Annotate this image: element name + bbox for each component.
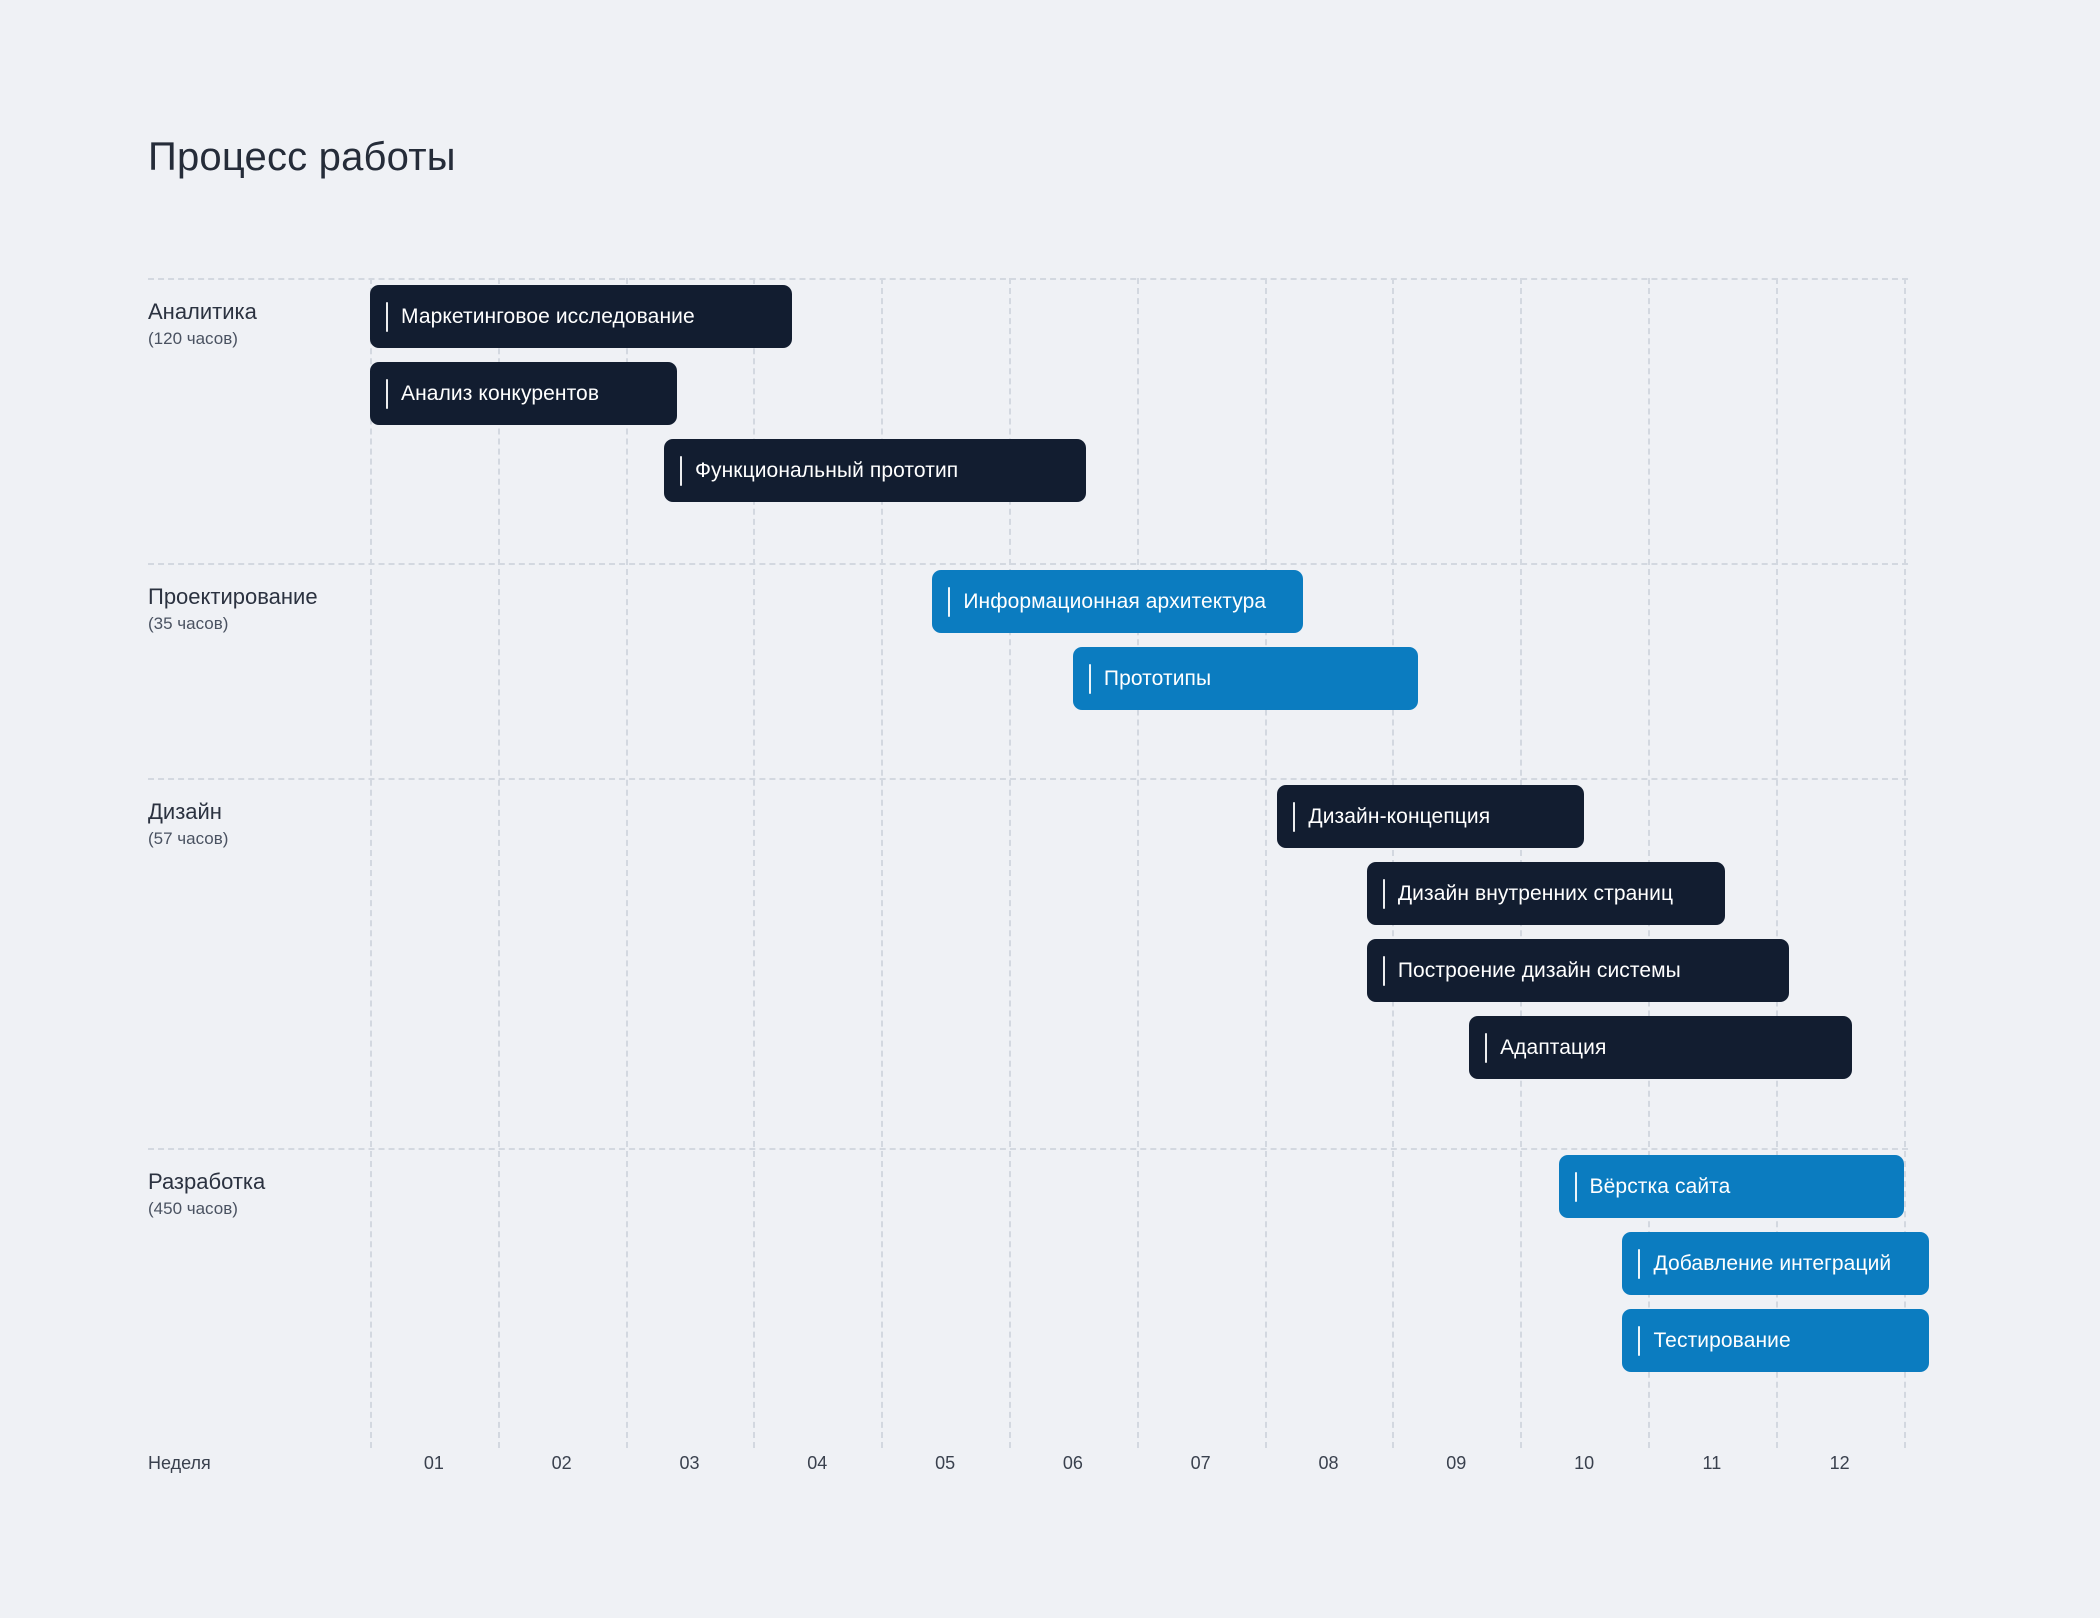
- task-bar[interactable]: Вёрстка сайта: [1558, 1155, 1904, 1218]
- week-tick-05: 05: [935, 1453, 956, 1473]
- task-label: Адаптация: [1500, 1035, 1607, 1059]
- section-label-4: Разработка (450 часов): [148, 1168, 348, 1221]
- week-tick-08: 08: [1318, 1453, 1339, 1473]
- week-gridline: [881, 278, 884, 1448]
- week-gridline: [370, 278, 372, 1448]
- week-tick-11: 11: [1702, 1453, 1722, 1473]
- task-label: Анализ конкурентов: [401, 381, 600, 405]
- bar-start-marker-icon: [386, 378, 388, 409]
- task-label: Маркетинговое исследование: [401, 304, 695, 328]
- week-gridline: [1775, 278, 1778, 1448]
- page-title: Процесс работы: [148, 135, 456, 179]
- bar-start-marker-icon: [1382, 878, 1385, 909]
- week-tick-06: 06: [1062, 1453, 1083, 1473]
- section-label-3: Дизайн (57 часов): [148, 798, 348, 851]
- week-tick-01: 01: [423, 1453, 444, 1473]
- section-divider: [148, 563, 1908, 565]
- section-label-1: Аналитика (120 часов): [148, 298, 348, 351]
- week-tick-10: 10: [1574, 1453, 1595, 1473]
- bar-start-marker-icon: [1088, 663, 1091, 694]
- section-name: Аналитика: [148, 299, 257, 324]
- week-gridline: [1136, 278, 1139, 1448]
- week-tick-07: 07: [1190, 1453, 1211, 1473]
- task-bar[interactable]: Функциональный прототип: [663, 439, 1086, 502]
- task-label: Вёрстка сайта: [1589, 1174, 1731, 1198]
- bar-start-marker-icon: [1485, 1032, 1488, 1063]
- bar-start-marker-icon: [948, 586, 951, 617]
- week-gridline: [753, 278, 756, 1448]
- task-bar[interactable]: Адаптация: [1469, 1016, 1853, 1079]
- bar-start-marker-icon: [386, 301, 388, 332]
- section-hours: (120 часов): [148, 329, 238, 348]
- bar-start-marker-icon: [1293, 801, 1296, 832]
- bar-start-marker-icon: [1638, 1325, 1641, 1356]
- section-divider: [148, 1148, 1908, 1150]
- week-tick-03: 03: [679, 1453, 700, 1473]
- week-tick-12: 12: [1829, 1453, 1850, 1473]
- task-label: Дизайн-концепция: [1308, 804, 1491, 828]
- task-bar[interactable]: Дизайн-концепция: [1277, 785, 1585, 848]
- bar-start-marker-icon: [1574, 1171, 1577, 1202]
- task-label: Дизайн внутренних страниц: [1397, 881, 1674, 905]
- bar-start-marker-icon: [679, 455, 682, 486]
- section-name: Разработка: [148, 1169, 266, 1194]
- task-bar[interactable]: Анализ конкурентов: [370, 362, 677, 425]
- section-hours: (57 часов): [148, 829, 229, 848]
- task-bar[interactable]: Тестирование: [1622, 1309, 1930, 1372]
- task-label: Добавление интеграций: [1653, 1251, 1892, 1275]
- task-bar[interactable]: Добавление интеграций: [1622, 1232, 1930, 1295]
- week-gridline: [497, 278, 500, 1448]
- week-axis-label: Неделя: [148, 1453, 211, 1473]
- section-label-2: Проектирование (35 часов): [148, 583, 348, 636]
- bar-start-marker-icon: [1382, 955, 1385, 986]
- section-divider: [148, 778, 1908, 780]
- task-bar[interactable]: Прототипы: [1072, 647, 1418, 710]
- section-hours: (450 часов): [148, 1199, 238, 1218]
- section-name: Дизайн: [148, 799, 222, 824]
- task-bar[interactable]: Дизайн внутренних страниц: [1366, 862, 1725, 925]
- task-label: Прототипы: [1103, 666, 1212, 690]
- week-tick-04: 04: [807, 1453, 828, 1473]
- week-gridline: [1009, 278, 1011, 1448]
- week-tick-09: 09: [1446, 1453, 1467, 1473]
- week-tick-02: 02: [551, 1453, 572, 1473]
- task-bar[interactable]: Маркетинговое исследование: [370, 285, 792, 348]
- week-gridline: [1903, 278, 1906, 1448]
- task-label: Функциональный прототип: [694, 458, 959, 482]
- task-bar[interactable]: Построение дизайн системы: [1366, 939, 1789, 1002]
- section-divider: [148, 278, 1908, 280]
- bar-start-marker-icon: [1638, 1248, 1641, 1279]
- section-name: Проектирование: [148, 584, 318, 609]
- task-label: Построение дизайн системы: [1397, 958, 1681, 982]
- week-gridline: [625, 278, 628, 1448]
- section-hours: (35 часов): [148, 614, 229, 633]
- task-label: Тестирование: [1653, 1328, 1791, 1352]
- task-bar[interactable]: Информационная архитектура: [932, 570, 1303, 633]
- week-gridline: [1264, 278, 1267, 1448]
- task-label: Информационная архитектура: [963, 589, 1267, 613]
